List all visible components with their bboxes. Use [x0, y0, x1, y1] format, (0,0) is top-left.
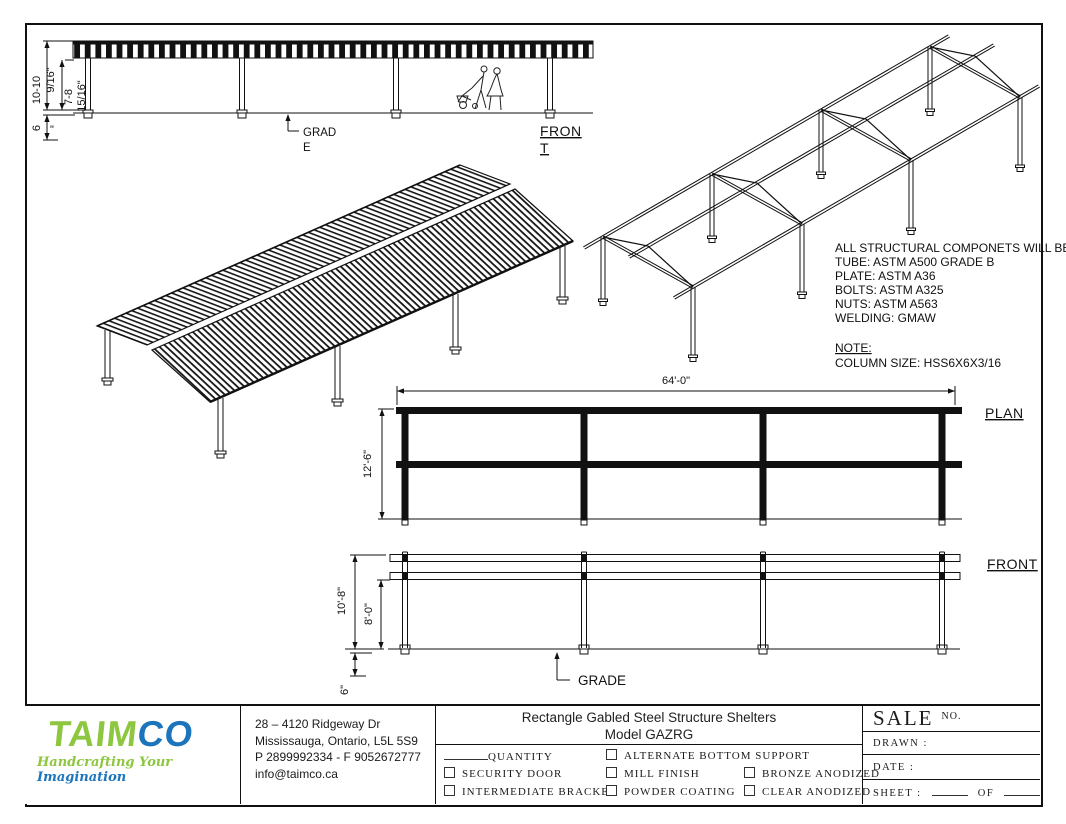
drawn-row: DRAWN : [863, 731, 1040, 754]
option-security-door: SECURITY DOOR [444, 767, 562, 780]
pedestrian-figures [456, 65, 504, 111]
elevation-total-height-dim: 10-10 [31, 76, 43, 104]
logo-text-green: TAIM [46, 713, 140, 754]
isometric-frame-drawing [583, 34, 1040, 362]
front-view-drawing [345, 551, 961, 681]
sale-no-row: SALE NO. [863, 706, 1040, 731]
date-row: DATE : [863, 754, 1040, 779]
front-view-columns [399, 551, 948, 655]
sheet-border [25, 23, 1043, 807]
tagline-blue: Imagination [37, 770, 127, 785]
clear-anodized-label: CLEAR ANODIZED [762, 786, 872, 798]
notes-line-2: TUBE: ASTM A500 GRADE B [835, 255, 994, 269]
elevation-footing-dim: 6 [31, 125, 43, 131]
address-email: info@taimco.ca [255, 766, 338, 781]
notes-line-3: PLATE: ASTM A36 [835, 269, 936, 283]
alternate-bottom-support-label: ALTERNATE BOTTOM SUPPORT [624, 750, 810, 762]
elevation-clear-height-dim-fraction: 15/16" [76, 80, 88, 112]
option-bronze-anodized: BRONZE ANODIZED [744, 767, 880, 780]
mill-finish-checkbox[interactable] [606, 767, 617, 778]
iso-roof-columns [101, 246, 569, 459]
elevation-dimensions [43, 40, 85, 141]
company-logo: TAIMCO [23, 706, 243, 754]
intermediate-bracket-label: INTERMEDIATE BRACKET [462, 786, 617, 798]
isometric-roof-drawing [95, 164, 575, 459]
plan-width-dim: 12'-6" [362, 450, 374, 478]
clear-anodized-checkbox[interactable] [744, 785, 755, 796]
company-address-cell: 28 – 4120 Ridgeway Dr Mississauga, Ontar… [240, 706, 435, 804]
sheet-row: SHEET : OF [863, 779, 1041, 806]
elevation-grade-label-line1: GRAD [303, 127, 336, 139]
logo-tagline: Handcrafting Your Imagination [25, 752, 240, 785]
sheet-label: SHEET : [873, 788, 922, 799]
drawn-label: DRAWN : [873, 738, 928, 749]
option-quantity: QUANTITY [444, 749, 553, 763]
order-options: QUANTITY SECURITY DOOR INTERMEDIATE BRAC… [436, 745, 879, 804]
elevation-clear-height-dim: 7-8 [63, 89, 75, 105]
iso-frame-columns [598, 47, 1025, 362]
sheet-of-label: OF [977, 788, 995, 799]
powder-coating-label: POWDER COATING [624, 786, 736, 798]
sale-label: SALE [873, 706, 934, 730]
powder-coating-checkbox[interactable] [606, 785, 617, 796]
drawing-title-cell: Rectangle Gabled Steel Structure Shelter… [435, 706, 879, 804]
front-view-grade-label: GRADE [578, 673, 626, 688]
security-door-label: SECURITY DOOR [462, 768, 563, 780]
security-door-checkbox[interactable] [444, 767, 455, 778]
elevation-grade-callout [285, 114, 299, 132]
address-line-1: 28 – 4120 Ridgeway Dr [255, 717, 381, 731]
alternate-bottom-support-checkbox[interactable] [606, 749, 617, 760]
elevation-footing-dim-unit: " [50, 124, 54, 136]
sale-no-label: NO. [941, 711, 962, 722]
intermediate-bracket-checkbox[interactable] [444, 785, 455, 796]
notes-line-4: BOLTS: ASTM A325 [835, 283, 944, 297]
drawing-title: Rectangle Gabled Steel Structure Shelter… [436, 706, 862, 745]
option-powder-coating: POWDER COATING [606, 785, 735, 798]
notes-line-1: ALL STRUCTURAL COMPONETS WILL BE: [835, 241, 1066, 255]
sheet-number-blank[interactable] [931, 785, 968, 796]
front-view-total-height-dim: 10'-8" [336, 587, 348, 615]
front-view-clear-height-dim: 8'-0" [363, 603, 375, 625]
drawing-title-line2: Model GAZRG [604, 727, 694, 742]
elevation-total-height-dim-fraction: 9/16" [45, 67, 57, 92]
front-view-label: FRONT [987, 556, 1038, 572]
drawing-title-line1: Rectangle Gabled Steel Structure Shelter… [521, 710, 777, 725]
elevation-view-label-line1: FRON [540, 123, 582, 139]
notes-line-6: WELDING: GMAW [835, 311, 937, 325]
note-column-size: COLUMN SIZE: HSS6X6X3/16 [835, 356, 1001, 370]
sale-info-cell: SALE NO. DRAWN : DATE : SHEET : OF [862, 706, 1041, 806]
title-block: TAIMCO Handcrafting Your Imagination 28 … [25, 704, 1041, 806]
company-logo-cell: TAIMCO Handcrafting Your Imagination [25, 706, 240, 804]
option-intermediate-bracket: INTERMEDIATE BRACKET [444, 785, 617, 798]
address-line-3: P 2899992334 - F 9052672777 [255, 750, 421, 764]
plan-view-label: PLAN [985, 405, 1024, 421]
tagline-green: Handcrafting Your [37, 755, 173, 770]
elevation-view-label-line2: T [540, 140, 549, 156]
option-mill-finish: MILL FINISH [606, 767, 700, 780]
bronze-anodized-label: BRONZE ANODIZED [762, 768, 880, 780]
front-elevation-drawing [43, 40, 594, 141]
bronze-anodized-checkbox[interactable] [744, 767, 755, 778]
front-view-dimensions [345, 554, 390, 677]
front-view-grade-callout [554, 652, 570, 681]
note-heading: NOTE: [835, 341, 872, 355]
address-line-2: Mississauga, Ontario, L5L 5S9 [255, 733, 418, 748]
logo-text-blue: CO [135, 713, 196, 754]
option-alternate-bottom-support: ALTERNATE BOTTOM SUPPORT [606, 749, 810, 762]
front-view-footing-dim: 6" [339, 685, 351, 695]
plan-length-dim: 64'-0" [662, 375, 690, 387]
quantity-label: QUANTITY [488, 751, 553, 763]
elevation-columns [82, 58, 556, 119]
plan-view-drawing [378, 386, 962, 526]
mill-finish-label: MILL FINISH [624, 768, 700, 780]
quantity-blank-field[interactable] [444, 749, 488, 760]
date-label: DATE : [873, 762, 915, 773]
option-clear-anodized: CLEAR ANODIZED [744, 785, 871, 798]
elevation-grade-label-line2: E [303, 142, 311, 154]
notes-line-5: NUTS: ASTM A563 [835, 297, 938, 311]
sheet-total-blank[interactable] [1004, 785, 1041, 796]
